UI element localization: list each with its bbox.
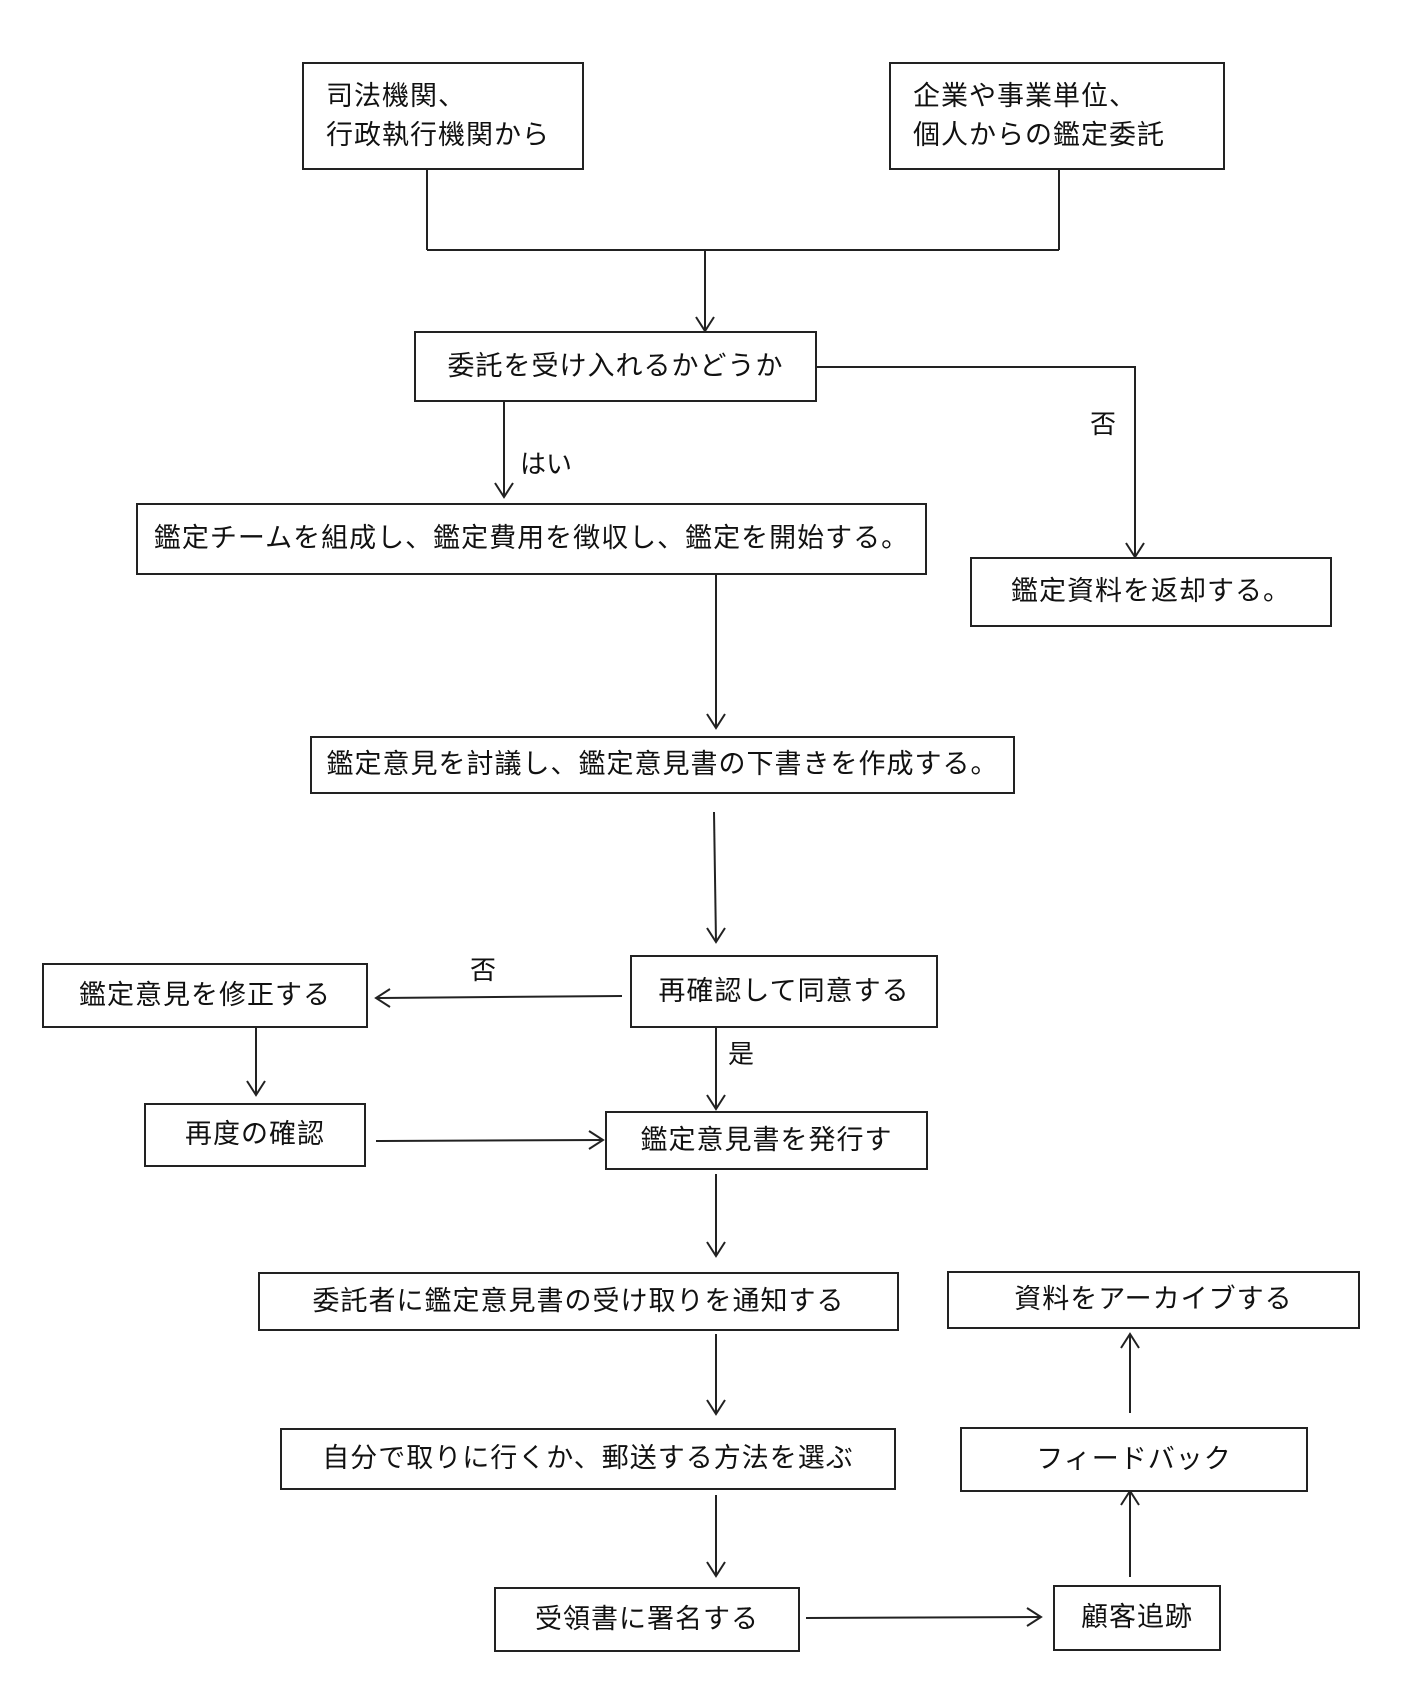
arrow-recheck-to-issue: [375, 1139, 604, 1142]
node-customer-tracking-text: 顧客追跡: [1081, 1602, 1193, 1634]
node-issue-opinion-text: 鑑定意見書を発行す: [640, 1124, 893, 1156]
node-issue-opinion: 鑑定意見書を発行す: [605, 1111, 928, 1170]
node-accept-decision-text: 委託を受け入れるかどうか: [447, 350, 784, 382]
edge-label-yes-accept: はい: [520, 450, 573, 480]
arrowhead-issue: [706, 1094, 726, 1111]
node-return-materials-text: 鑑定資料を返却する。: [1011, 576, 1291, 608]
arrow-reconfirm-to-revise: [375, 995, 623, 999]
node-form-team-text: 鑑定チームを組成し、鑑定費用を徴収し、鑑定を開始する。: [153, 523, 910, 555]
arrowhead-revise: [374, 988, 391, 1008]
arrowhead-reconfirm: [706, 927, 726, 944]
arrowhead-sign: [706, 1561, 726, 1578]
node-revise-opinion: 鑑定意見を修正する: [42, 963, 368, 1028]
node-sign-receipt-text: 受領書に署名する: [535, 1603, 759, 1635]
node-source-corporate: 企業や事業単位、 個人からの鑑定委託: [889, 62, 1225, 170]
node-feedback-text: フィードバック: [1036, 1443, 1232, 1475]
arrowhead-issue-side: [588, 1130, 605, 1150]
node-revise-opinion-text: 鑑定意見を修正する: [79, 979, 331, 1011]
node-accept-decision: 委託を受け入れるかどうか: [414, 331, 817, 402]
node-form-team: 鑑定チームを組成し、鑑定費用を徴収し、鑑定を開始する。: [136, 503, 927, 575]
arrow-sign-to-tracking: [805, 1616, 1042, 1619]
arrowhead-recheck: [246, 1080, 266, 1097]
node-reconfirm: 再確認して同意する: [630, 955, 938, 1028]
edge-label-yes-reconfirm: 是: [728, 1040, 755, 1070]
arrow-draft-to-reconfirm: [713, 811, 717, 943]
node-sign-receipt: 受領書に署名する: [494, 1587, 800, 1652]
node-recheck-text: 再度の確認: [185, 1119, 325, 1151]
node-archive: 資料をアーカイブする: [947, 1271, 1360, 1329]
node-source-corporate-line2: 個人からの鑑定委託: [913, 120, 1165, 151]
node-return-materials: 鑑定資料を返却する。: [970, 557, 1332, 627]
node-notify-client-text: 委託者に鑑定意見書の受け取りを通知する: [312, 1285, 845, 1317]
node-draft-opinion: 鑑定意見を討議し、鑑定意見書の下書きを作成する。: [310, 736, 1015, 794]
arrowhead-notify: [706, 1241, 726, 1258]
arrowhead-tracking: [1026, 1607, 1043, 1627]
node-source-government-line2: 行政執行機関から: [326, 120, 550, 151]
node-choose-method: 自分で取りに行くか、郵送する方法を選ぶ: [280, 1428, 896, 1490]
node-archive-text: 資料をアーカイブする: [1014, 1284, 1293, 1316]
node-source-government-line1: 司法機関、: [326, 80, 466, 112]
arrowhead-team: [494, 482, 514, 499]
edge-label-no-reconfirm: 否: [470, 956, 497, 986]
node-choose-method-text: 自分で取りに行くか、郵送する方法を選ぶ: [322, 1443, 854, 1475]
edge-label-no-accept: 否: [1090, 410, 1117, 440]
node-feedback: フィードバック: [960, 1427, 1308, 1492]
node-customer-tracking: 顧客追跡: [1053, 1585, 1221, 1651]
arrowhead-choose: [706, 1399, 726, 1416]
arrowhead-draft: [706, 713, 726, 730]
node-recheck: 再度の確認: [144, 1103, 366, 1167]
node-draft-opinion-text: 鑑定意見を討議し、鑑定意見書の下書きを作成する。: [326, 749, 999, 781]
node-source-government: 司法機関、 行政執行機関から: [302, 62, 584, 170]
arrowhead-archive: [1120, 1332, 1140, 1349]
node-reconfirm-text: 再確認して同意する: [658, 975, 910, 1007]
node-notify-client: 委託者に鑑定意見書の受け取りを通知する: [258, 1272, 899, 1331]
node-source-corporate-line1: 企業や事業単位、: [913, 80, 1137, 112]
arrow-no-to-return: [817, 366, 1136, 557]
